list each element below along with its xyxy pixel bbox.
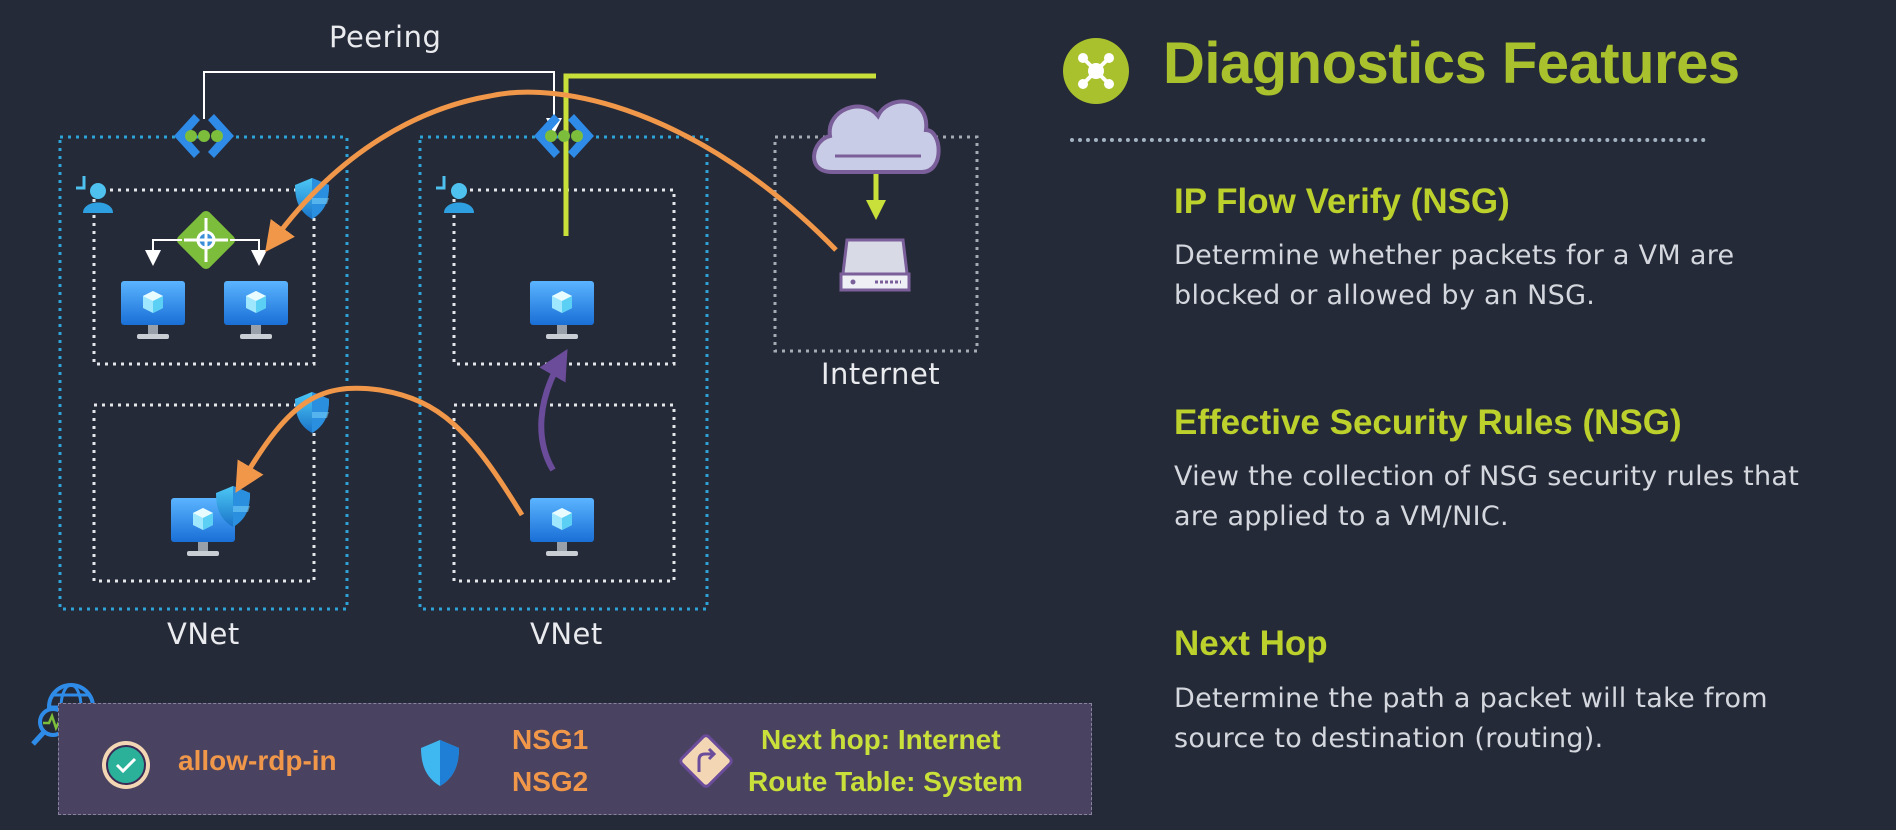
vm-icon-1 — [121, 281, 185, 339]
legend-nsg1: NSG1 — [512, 724, 589, 755]
feature-title-next-hop: Next Hop — [1174, 624, 1328, 663]
vm-icon-3 — [530, 281, 594, 339]
feature-desc-effective-security-rules: View the collection of NSG security rule… — [1174, 461, 1800, 532]
route-table-icon — [679, 734, 733, 788]
nsg-legend-shield-icon — [421, 740, 459, 786]
cloud-icon — [812, 99, 941, 174]
internet-label: Internet — [821, 357, 941, 391]
vm-icon-2 — [224, 281, 288, 339]
network-watcher-icon — [1063, 38, 1129, 104]
load-balancer-icon — [176, 210, 236, 270]
internet-server-icon — [839, 238, 911, 292]
user-arrow-icon-2 — [436, 176, 446, 190]
feature-title-effective-security-rules: Effective Security Rules (NSG) — [1174, 403, 1682, 442]
page-title: Diagnostics Features — [1163, 31, 1740, 96]
vm-icon-4 — [530, 498, 594, 556]
vnet-2-label: VNet — [530, 617, 603, 651]
legend-next-hop: Next hop: Internet — [761, 724, 1001, 755]
internet-route-line — [563, 73, 876, 236]
feature-desc-ip-flow-verify: Determine whether packets for a VM are b… — [1174, 240, 1735, 311]
peering-label: Peering — [329, 20, 442, 54]
user-icon-1 — [83, 183, 113, 213]
user-icon-2 — [444, 183, 474, 213]
subnet-1b — [92, 403, 316, 583]
legend-nsg2: NSG2 — [512, 766, 589, 797]
feature-title-ip-flow-verify: IP Flow Verify (NSG) — [1174, 182, 1510, 221]
subnet-1a — [92, 188, 316, 366]
peering-connector — [203, 71, 562, 134]
vnet-peering-icon-1 — [174, 114, 234, 158]
vnet-1-label: VNet — [167, 617, 240, 651]
check-circle-icon — [102, 741, 150, 789]
title-divider — [1070, 138, 1706, 142]
nsg-flow-path — [235, 385, 525, 517]
legend-rule-text: allow-rdp-in — [178, 745, 337, 776]
vnet-2-boundary — [418, 135, 709, 611]
feature-desc-next-hop: Determine the path a packet will take fr… — [1174, 683, 1768, 754]
legend-route-table: Route Table: System — [748, 766, 1023, 797]
vnet-1-boundary — [58, 135, 349, 611]
user-arrow-icon-1 — [76, 176, 86, 190]
ip-flow-path-internet — [265, 89, 838, 253]
next-hop-path — [538, 349, 568, 472]
results-legend: allow-rdp-in NSG1 NSG2 Next hop: Interne… — [58, 703, 1092, 815]
subnet-2b — [452, 403, 676, 583]
